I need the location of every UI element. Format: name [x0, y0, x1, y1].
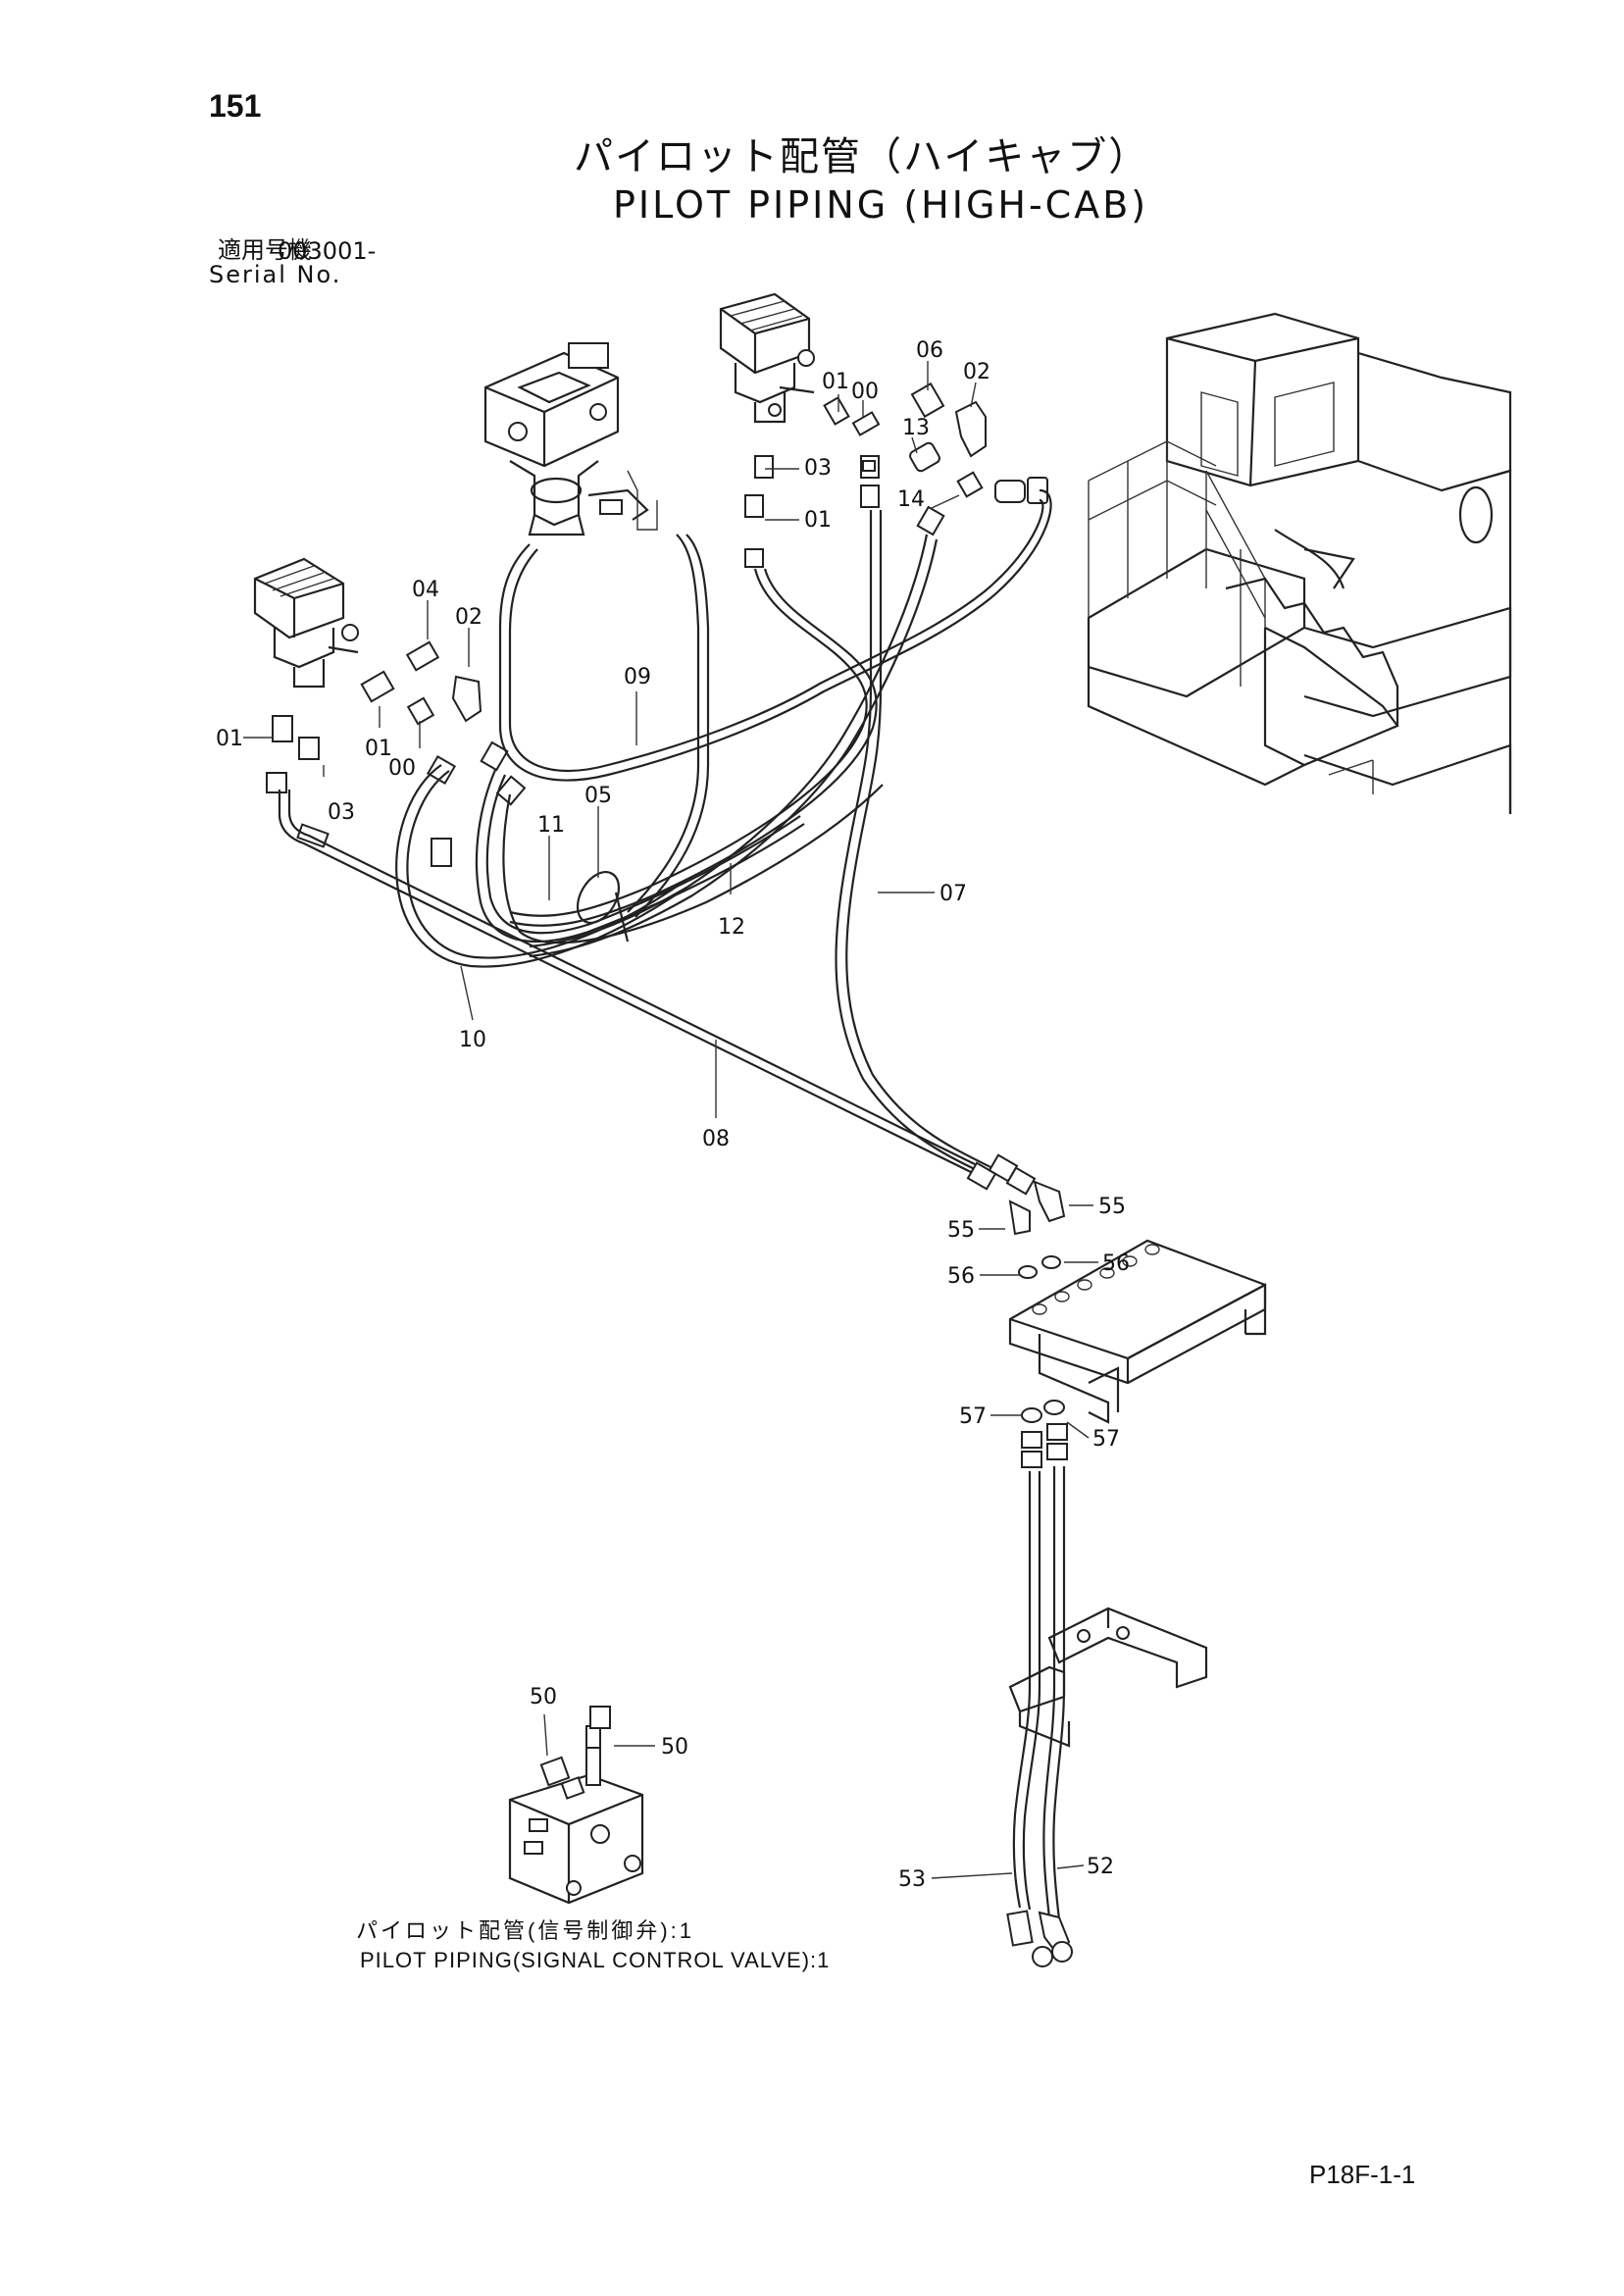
- fittings-top-right: [744, 382, 1048, 568]
- callout-10: 10: [459, 1028, 486, 1052]
- pilot-valve-left: [253, 557, 359, 689]
- callout-53: 53: [898, 1867, 926, 1892]
- callout-50-top: 50: [530, 1685, 557, 1709]
- callout-55-right: 55: [1098, 1195, 1126, 1219]
- callout-01-mid: 01: [804, 508, 832, 533]
- page-code: P18F-1-1: [1309, 2160, 1416, 2189]
- callout-labels: 06 02 01 00 13 03 01 14 04 02 01 01 00 0…: [216, 338, 1130, 1892]
- callout-03-top: 03: [804, 456, 832, 481]
- callout-00-left: 00: [388, 756, 416, 781]
- serial-number: 003001-: [278, 237, 377, 265]
- pilot-valve-right: [719, 292, 815, 424]
- callout-01-top: 01: [822, 370, 849, 394]
- callout-12: 12: [718, 915, 745, 940]
- lower-hoses: [1006, 1466, 1208, 1967]
- callout-01-left: 01: [216, 727, 243, 751]
- fittings-left: [266, 640, 527, 867]
- cab-illustration: [1087, 312, 1512, 814]
- page-number: 151: [209, 88, 262, 124]
- callout-06: 06: [916, 338, 943, 363]
- callout-13: 13: [902, 416, 930, 440]
- callout-09: 09: [624, 665, 651, 689]
- serial-label-japanese: 適用号機: [218, 237, 312, 264]
- hoses: [278, 488, 1066, 1236]
- callout-02-left: 02: [455, 605, 482, 630]
- caption-japanese: パイロット配管(信号制御弁):1: [356, 1918, 695, 1943]
- callout-57-right: 57: [1092, 1427, 1120, 1452]
- callout-14: 14: [897, 487, 925, 512]
- callout-03-left: 03: [328, 800, 355, 825]
- callout-55-left: 55: [947, 1218, 975, 1243]
- leader-lines: [243, 361, 1098, 1879]
- callout-07: 07: [939, 882, 967, 906]
- callout-08: 08: [702, 1127, 730, 1151]
- callout-50-right: 50: [661, 1735, 688, 1760]
- callout-57-left: 57: [959, 1404, 987, 1429]
- callout-00-top: 00: [851, 380, 879, 404]
- callout-56-right: 56: [1102, 1251, 1130, 1276]
- callout-02-top: 02: [963, 360, 990, 384]
- caption-english: PILOT PIPING(SIGNAL CONTROL VALVE):1: [360, 1948, 831, 1972]
- mounting-bracket: [1008, 1239, 1267, 1468]
- callout-05: 05: [584, 784, 612, 808]
- callout-56-left: 56: [947, 1264, 975, 1289]
- callout-01-left2: 01: [365, 737, 392, 761]
- callout-04: 04: [412, 578, 439, 602]
- callout-52: 52: [1087, 1855, 1114, 1879]
- control-valve-top-center: [483, 342, 658, 536]
- callout-11: 11: [537, 813, 565, 838]
- title-english: PILOT PIPING (HIGH-CAB): [613, 183, 1149, 227]
- serial-label-english: Serial No.: [209, 261, 342, 288]
- signal-control-valve: [508, 1706, 644, 1905]
- title-japanese: パイロット配管（ハイキャブ）: [574, 135, 1150, 179]
